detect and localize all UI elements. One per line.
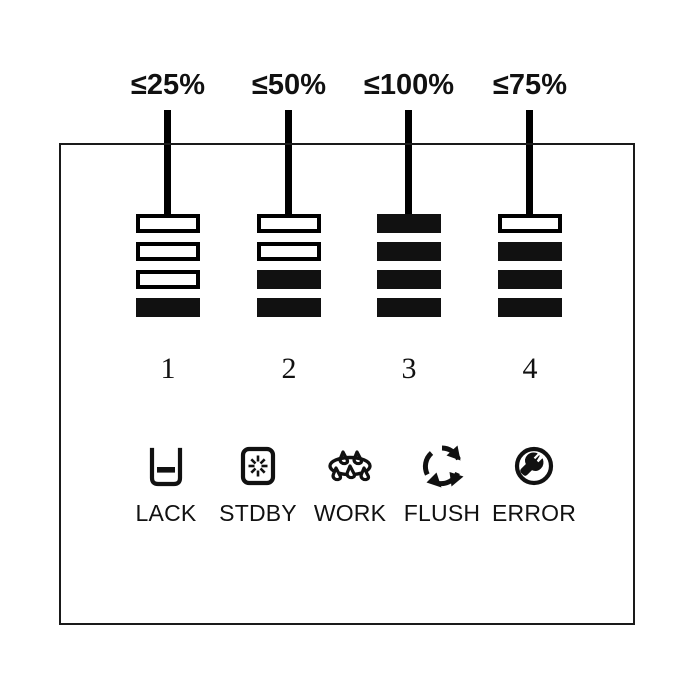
- column-number-1: 1: [160, 352, 176, 385]
- column-number-3: 3: [401, 352, 417, 385]
- led-bar-column-4: [498, 214, 562, 326]
- led-segment: [377, 214, 441, 233]
- column-number-2: 2: [281, 352, 297, 385]
- status-indicator-flush: FLUSH: [396, 440, 488, 526]
- led-segment: [498, 214, 562, 233]
- percent-label-column-4: ≤75%: [493, 69, 567, 101]
- led-segment: [498, 242, 562, 261]
- status-label-lack: LACK: [135, 500, 197, 526]
- water-droplets-icon: [304, 440, 396, 492]
- led-segment: [257, 242, 321, 261]
- connector-stem-column-4: [526, 110, 533, 216]
- percent-label-column-2: ≤50%: [252, 69, 326, 101]
- status-label-stdby: STDBY: [219, 500, 297, 526]
- connector-stem-column-2: [285, 110, 292, 216]
- led-segment: [257, 270, 321, 289]
- column-number-4: 4: [522, 352, 538, 385]
- status-label-error: ERROR: [491, 500, 577, 526]
- led-segment: [136, 270, 200, 289]
- led-segment: [136, 242, 200, 261]
- led-segment: [377, 298, 441, 317]
- standby-starburst-icon: [212, 440, 304, 492]
- status-label-flush: FLUSH: [403, 500, 481, 526]
- percent-label-column-3: ≤100%: [363, 69, 455, 101]
- connector-stem-column-3: [405, 110, 412, 216]
- led-bar-column-3: [377, 214, 441, 326]
- led-segment: [257, 214, 321, 233]
- status-indicator-stdby: STDBY: [212, 440, 304, 526]
- led-segment: [136, 214, 200, 233]
- led-bar-column-2: [257, 214, 321, 326]
- led-segment: [136, 298, 200, 317]
- percent-label-column-1: ≤25%: [131, 69, 205, 101]
- status-indicator-error: ERROR: [488, 440, 580, 526]
- beaker-low-level-icon: [120, 440, 212, 492]
- status-indicator-lack: LACK: [120, 440, 212, 526]
- status-label-work: WORK: [313, 500, 387, 526]
- led-segment: [377, 242, 441, 261]
- led-segment: [498, 270, 562, 289]
- status-indicator-work: WORK: [304, 440, 396, 526]
- led-segment: [498, 298, 562, 317]
- led-bar-column-1: [136, 214, 200, 326]
- led-segment: [257, 298, 321, 317]
- connector-stem-column-1: [164, 110, 171, 216]
- wrench-circle-icon: [488, 440, 580, 492]
- led-segment: [377, 270, 441, 289]
- recycle-arrows-icon: [396, 440, 488, 492]
- panel-frame: [59, 143, 635, 625]
